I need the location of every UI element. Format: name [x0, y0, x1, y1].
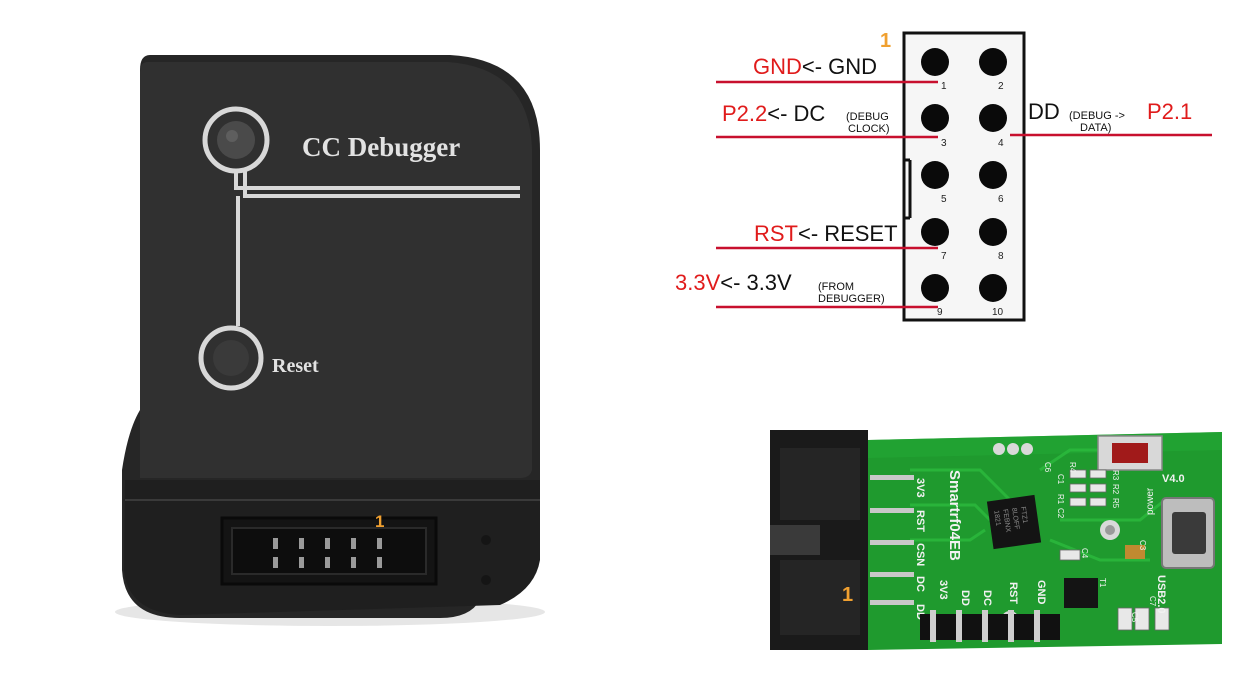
pin-1-dot [921, 48, 949, 76]
comp-label-c2: C2 [1056, 508, 1065, 519]
chip-text-3: FEBNX [1001, 509, 1011, 533]
pinout-pin1-marker: 1 [880, 30, 891, 52]
device-reset-label: Reset [272, 355, 319, 377]
pin-4-dot [979, 104, 1007, 132]
v33-note-line1: (FROM [818, 281, 854, 293]
gnd-arrow: <- [802, 54, 822, 79]
pin-number-6: 6 [998, 194, 1004, 205]
comp-label-c1: C1 [1056, 474, 1065, 485]
board-bottom-label-gnd: GND [1035, 580, 1047, 605]
pin-9-dot [921, 274, 949, 302]
board-usb-label: USB2.0 [1155, 575, 1167, 614]
pcb-board-image: FTZ1 8LOFF FEBNX 1821 Smartrf04EB V4.0 p… [770, 430, 1222, 650]
comp-label-c5: C5 [1130, 612, 1139, 623]
pin-number-7: 7 [941, 251, 947, 262]
comp-label-r5: R5 [1111, 498, 1120, 509]
v33-target: 3.3V [675, 270, 721, 295]
board-power-label: power [1145, 487, 1156, 515]
board-bottom-label-dd: DD [959, 590, 971, 606]
gnd-label-row: GND<-GND [753, 54, 877, 79]
pin-3-dot [921, 104, 949, 132]
comp-label-r2: R2 [1111, 484, 1120, 495]
rst-arrow: <- [798, 221, 818, 246]
dc-note-line1: (DEBUG [846, 111, 889, 123]
board-pin-label-csn: CSN [914, 543, 926, 566]
pin-2-dot [979, 48, 1007, 76]
board-pin-label-dc: DC [914, 576, 926, 592]
dc-label-row: P2.2<-DC [722, 101, 825, 126]
v33-label-row: 3.3V<-3.3V [675, 270, 792, 295]
rst-target: RST [754, 221, 798, 246]
pin-number-8: 8 [998, 251, 1004, 262]
pin-number-10: 10 [992, 307, 1004, 318]
chip-text-4: 1821 [992, 510, 1001, 527]
pin-5-dot [921, 161, 949, 189]
dd-signal: DD [1028, 99, 1060, 124]
comp-label-c7: C7 [1148, 596, 1157, 607]
dd-note-line1: (DEBUG -> [1069, 110, 1125, 122]
dc-signal: DC [793, 101, 825, 126]
dc-arrow: <- [767, 101, 787, 126]
pcb-chip [986, 494, 1042, 550]
pin-8-dot [979, 218, 1007, 246]
comp-label-c3: C3 [1138, 540, 1147, 551]
board-name: Smartrf04EB [946, 470, 963, 561]
pin-10-dot [979, 274, 1007, 302]
pin-number-9: 9 [937, 307, 943, 318]
v33-signal: 3.3V [746, 270, 792, 295]
board-version: V4.0 [1162, 473, 1185, 485]
pin-number-3: 3 [941, 138, 947, 149]
board-pin1-marker: 1 [842, 584, 853, 606]
v33-note-line2: DEBUGGER) [818, 293, 885, 305]
comp-label-r3: R3 [1111, 470, 1120, 481]
pin-number-4: 4 [998, 138, 1004, 149]
gnd-signal: GND [828, 54, 877, 79]
board-bottom-label-dc: DC [981, 590, 993, 606]
device-title: CC Debugger [302, 132, 460, 162]
pin-6-dot [979, 161, 1007, 189]
board-header-pins [920, 610, 1060, 642]
rst-label-row: RST<-RESET [754, 221, 898, 246]
comp-label-r4: R4 [1068, 462, 1077, 473]
pinout-diagram: 1 2 3 4 5 6 7 8 9 10 1 GND<-GND P2.2<-DC [675, 30, 1212, 322]
comp-label-t1: T1 [1098, 578, 1107, 588]
rst-signal: RESET [824, 221, 897, 246]
comp-label-c6: C6 [1043, 462, 1052, 473]
comp-label-c4: C4 [1080, 548, 1089, 559]
cc-debugger-device-image: CC Debugger Reset 1 [115, 55, 545, 626]
board-bottom-label-rst: RST [1007, 582, 1019, 604]
board-pin-label-3v3: 3V3 [914, 478, 926, 498]
dd-note-line2: DATA) [1080, 122, 1111, 134]
v33-arrow: <- [720, 270, 740, 295]
pin-number-2: 2 [998, 81, 1004, 92]
gnd-target: GND [753, 54, 802, 79]
dd-target: P2.1 [1147, 99, 1192, 124]
ribbon-connector-icon [770, 430, 914, 650]
pin-dots [921, 48, 1007, 302]
board-pin-label-rst: RST [914, 510, 926, 532]
pin-number-5: 5 [941, 194, 947, 205]
chip-text-1: FTZ1 [1019, 506, 1028, 524]
pin-number-1: 1 [941, 81, 947, 92]
comp-label-r1: R1 [1056, 494, 1065, 505]
chip-text-2: 8LOFF [1010, 507, 1020, 530]
board-bottom-label-3v3: 3V3 [937, 580, 949, 600]
dc-note-line2: CLOCK) [848, 123, 890, 135]
device-pin1-marker: 1 [375, 512, 384, 531]
pin-7-dot [921, 218, 949, 246]
reset-button-icon [198, 325, 264, 391]
dc-target: P2.2 [722, 101, 767, 126]
